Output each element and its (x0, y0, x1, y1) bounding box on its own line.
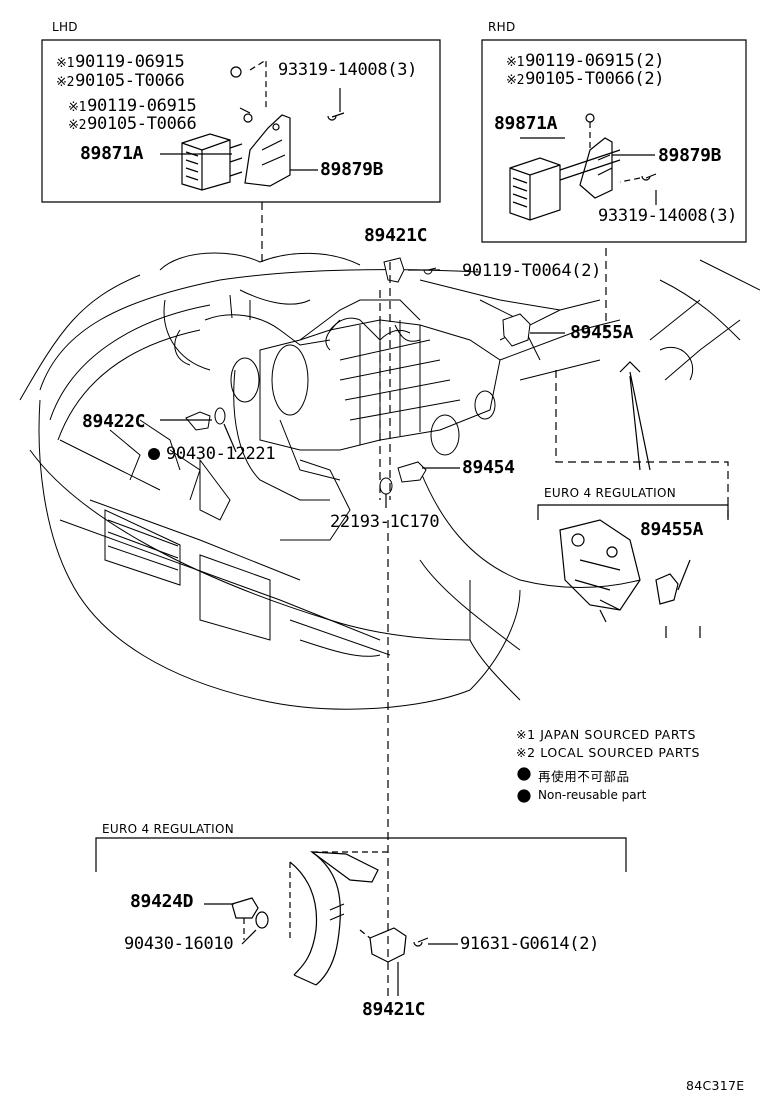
mark-local-sourced: ※2 (68, 118, 87, 133)
rhd-bracket-drawing (559, 113, 657, 199)
rhd-part-90105-T0066[interactable]: ※290105-T0066(2) (506, 69, 665, 89)
euro4-bottom-sensor-drawing (231, 897, 429, 963)
legend-nonreusable-jp: 再使用不可部品 (538, 769, 630, 784)
euro4-part-89421C[interactable]: 89421C (362, 999, 426, 1020)
legend-japan-sourced: ※1 JAPAN SOURCED PARTS (516, 727, 697, 742)
lhd-label: LHD (52, 20, 78, 34)
euro4-part-89424D[interactable]: 89424D (130, 891, 194, 912)
engine-bay-drawing (19, 252, 760, 710)
figure-code: 84C317E (686, 1078, 745, 1093)
lhd-part-90119-06915-b[interactable]: ※190119-06915 (68, 96, 197, 116)
mark-japan-sourced: ※1 (56, 56, 75, 71)
euro4-part-89455A[interactable]: 89455A (640, 519, 704, 540)
part-89421C-top[interactable]: 89421C (364, 225, 428, 246)
euro4-part-90430-16010[interactable]: 90430-16010 (124, 934, 234, 954)
part-89455A[interactable]: 89455A (570, 322, 634, 343)
lhd-part-90105-T0066-a[interactable]: ※290105-T0066 (56, 71, 185, 91)
lhd-bracket-drawing (230, 66, 345, 187)
lhd-part-89879B[interactable]: 89879B (320, 159, 384, 180)
part-89422C[interactable]: 89422C (82, 411, 146, 432)
rhd-ecu-drawing (509, 157, 561, 221)
rhd-label: RHD (488, 20, 516, 34)
mark-local-sourced: ※2 (506, 73, 525, 88)
lhd-part-93319-14008[interactable]: 93319-14008(3) (278, 60, 418, 80)
lhd-part-89871A[interactable]: 89871A (80, 143, 144, 164)
part-89454[interactable]: 89454 (462, 457, 515, 478)
lhd-part-90105-T0066-b[interactable]: ※290105-T0066 (68, 114, 197, 134)
mark-japan-sourced: ※1 (68, 100, 87, 115)
euro4-part-91631-G0614[interactable]: 91631-G0614(2) (460, 934, 600, 954)
lhd-frame (41, 39, 441, 203)
euro4-arrow (619, 361, 651, 471)
rhd-part-89871A[interactable]: 89871A (494, 113, 558, 134)
rhd-part-89879B[interactable]: 89879B (658, 145, 722, 166)
euro4-bottom-frame (95, 837, 627, 872)
part-90430-12221[interactable]: 90430-12221 (148, 444, 276, 464)
euro4-top-frame (537, 504, 729, 520)
rhd-part-90119-06915[interactable]: ※190119-06915(2) (506, 51, 665, 71)
mark-local-sourced: ※2 (56, 75, 75, 90)
legend-local-sourced: ※2 LOCAL SOURCED PARTS (516, 745, 701, 760)
euro4-top-throttle-drawing (559, 519, 701, 638)
part-22193-1C170[interactable]: 22193-1C170 (330, 512, 440, 532)
mark-japan-sourced: ※1 (506, 55, 525, 70)
euro4-bottom-label: EURO 4 REGULATION (102, 822, 235, 836)
legend-nonreusable-en: Non-reusable part (538, 788, 647, 802)
rhd-frame (481, 39, 747, 243)
euro4-top-label: EURO 4 REGULATION (544, 486, 677, 500)
rhd-part-93319-14008[interactable]: 93319-14008(3) (598, 206, 738, 226)
non-reusable-dot-icon (148, 448, 160, 460)
euro4-bottom-pipe-drawing (289, 851, 379, 986)
lhd-part-90119-06915-a[interactable]: ※190119-06915 (56, 52, 185, 72)
part-90119-T0064[interactable]: 90119-T0064(2) (462, 261, 602, 281)
lhd-ecu-drawing (181, 133, 243, 191)
